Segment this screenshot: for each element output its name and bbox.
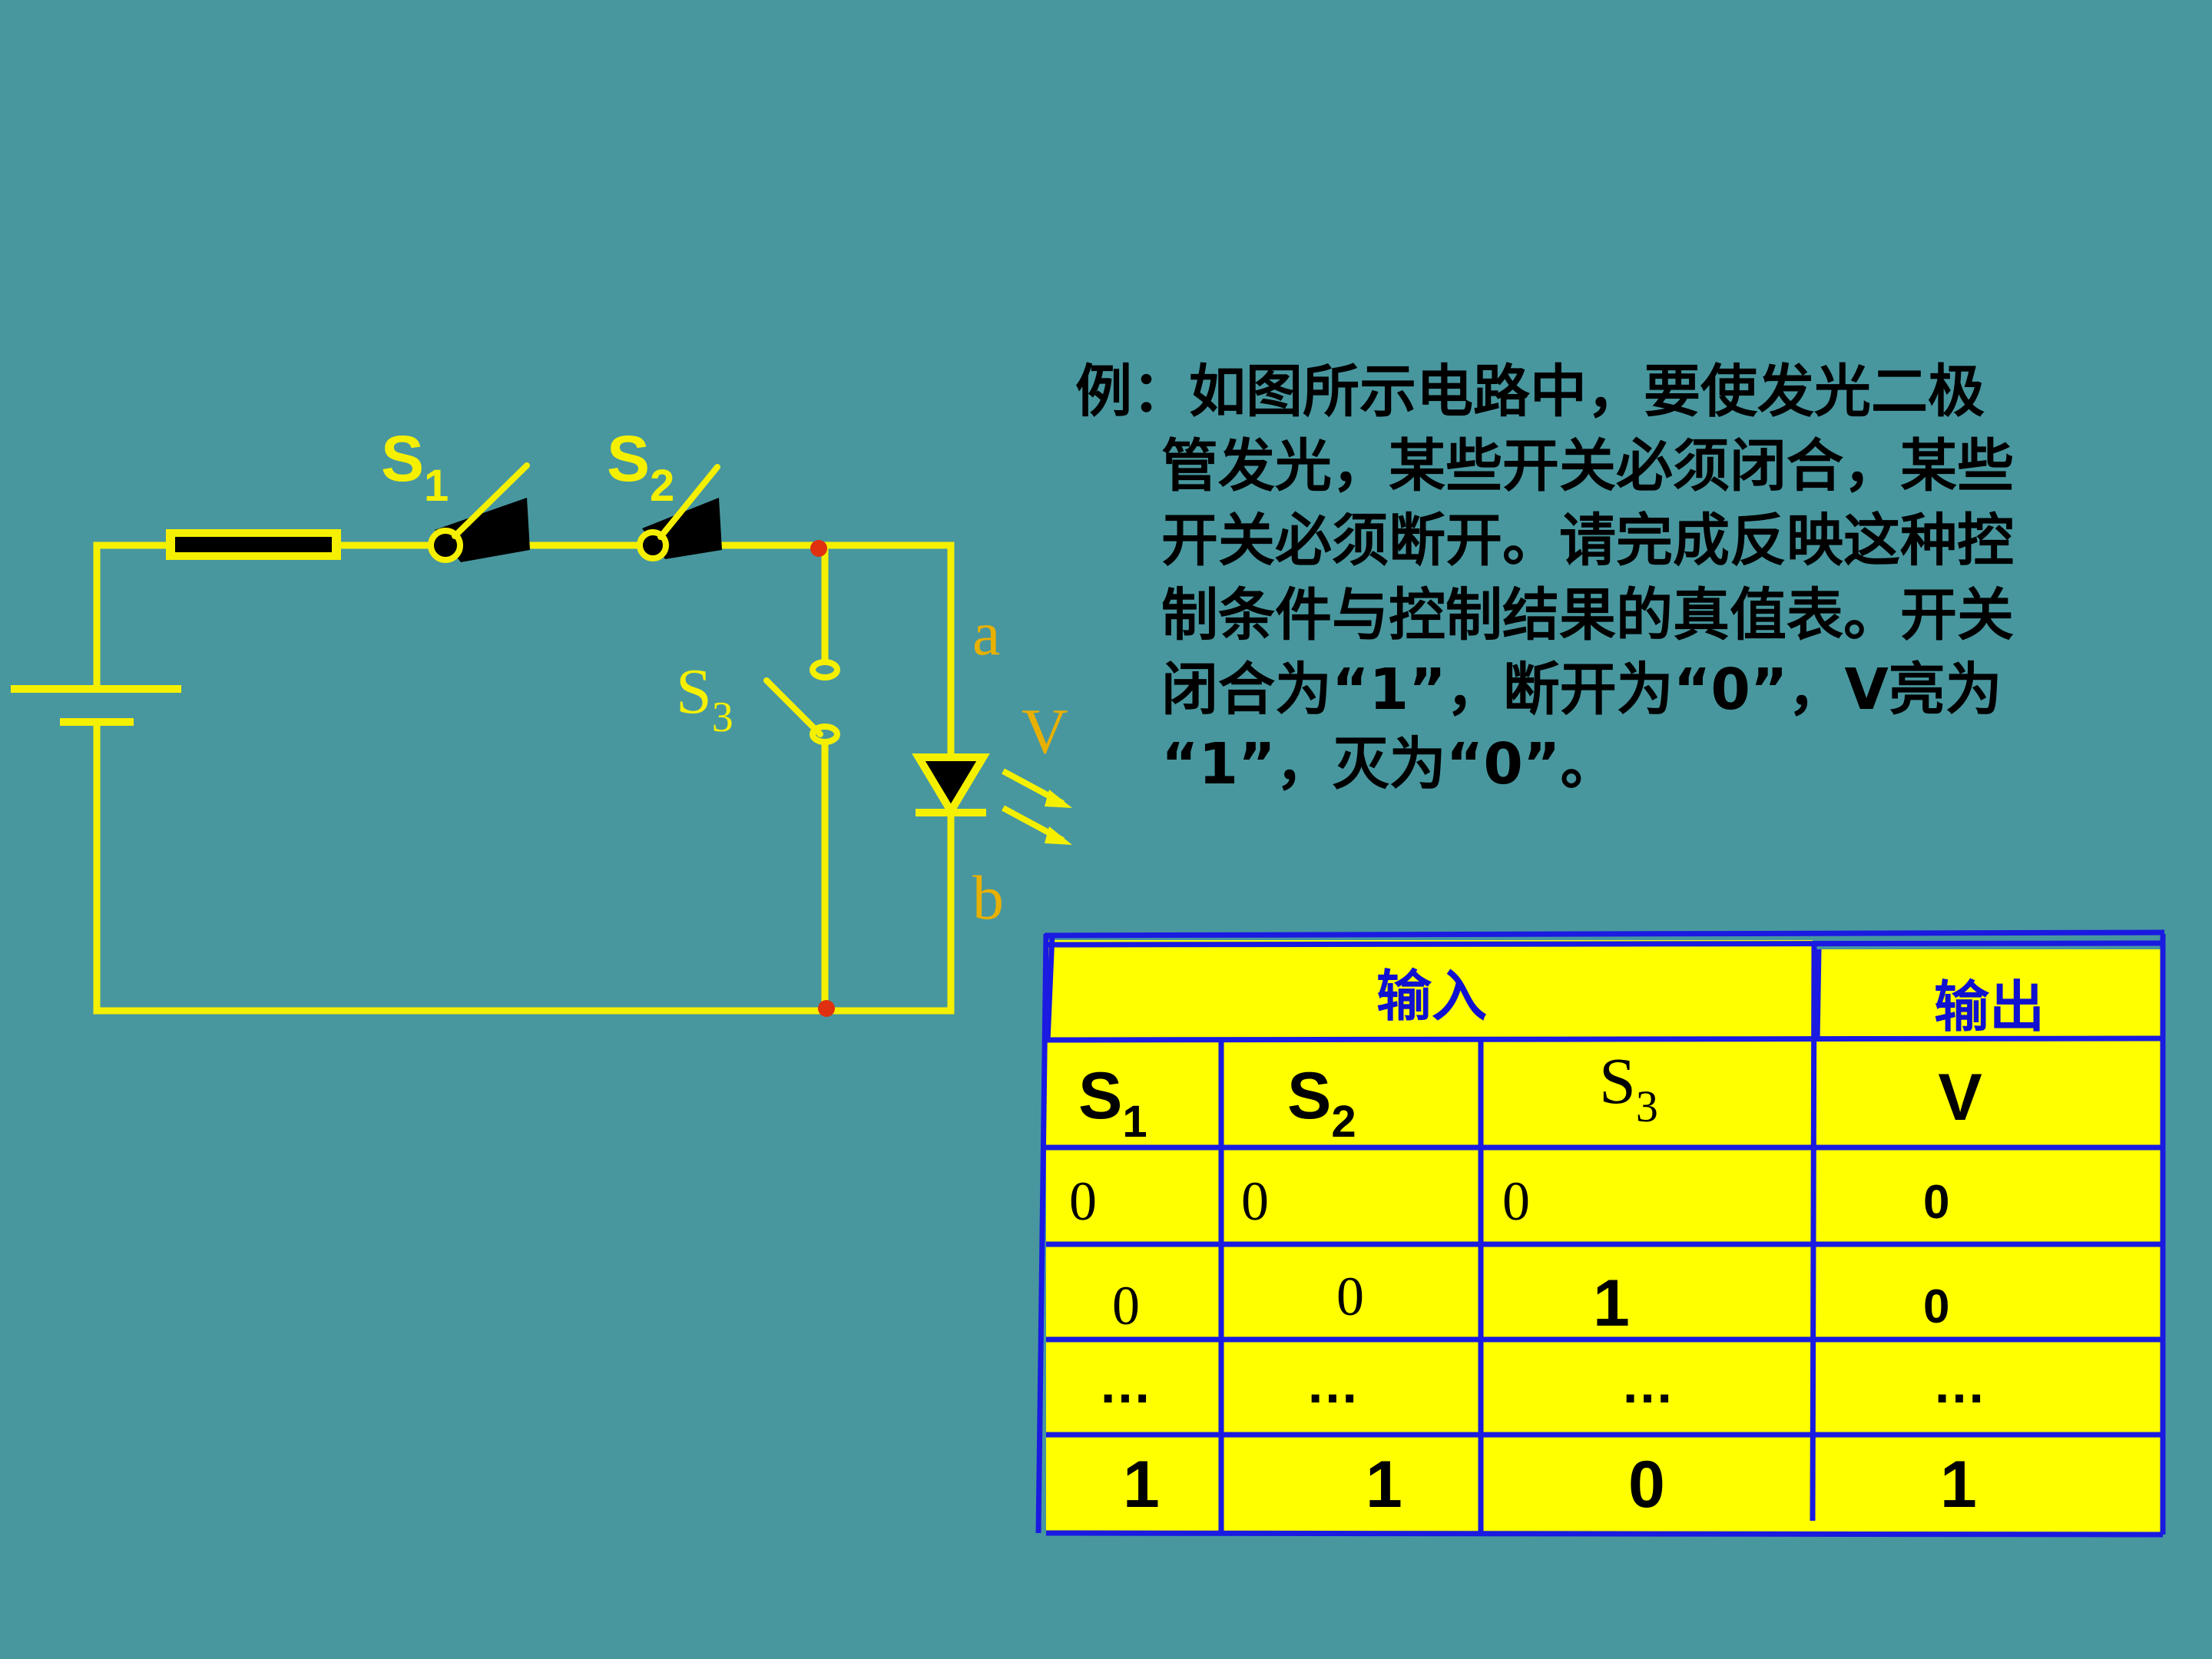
col-header-v: V (1938, 1061, 1982, 1134)
cell-r4-s2: 1 (1366, 1448, 1402, 1522)
header-output: 输出 (1934, 975, 2045, 1039)
s1-label: S1 (381, 422, 449, 511)
problem-line: 管发光，某些开关必须闭合，某些 (1161, 433, 2014, 499)
problem-line: “1”，灭为“0”。 (1161, 731, 1618, 797)
switch-s2 (637, 464, 722, 561)
col-header-s3: S3 (1599, 1044, 1658, 1131)
switch-s1 (428, 462, 530, 563)
cell-r1-v: 0 (1923, 1176, 1949, 1229)
point-a-label: a (972, 598, 1000, 668)
cell-r2-s2: 0 (1336, 1266, 1364, 1327)
cell-r1-s3: 0 (1502, 1171, 1530, 1232)
problem-line: 例：如图所示电路中，要使发光二极 (1075, 359, 1985, 425)
s3-label: S3 (676, 656, 733, 741)
problem-line: 开关必须断开。请完成反映这种控 (1161, 508, 2014, 574)
circuit-wires (93, 541, 955, 1015)
cell-r1-s2: 0 (1241, 1171, 1269, 1232)
problem-line: 闭合为“1”，断开为“0”，V亮为 (1161, 657, 2002, 723)
resistor (166, 529, 341, 560)
switch-s3 (763, 659, 840, 745)
problem-line: 制条件与控制结果的真值表。开关 (1161, 582, 2014, 648)
header-input: 输入 (1376, 964, 1487, 1028)
table-grid (1035, 929, 2166, 1538)
wire-top-left (93, 541, 170, 690)
wire-s2-to-led (718, 541, 955, 757)
cell-r4-s1: 1 (1123, 1448, 1160, 1522)
led-label: V (1022, 696, 1068, 767)
point-b-label: b (972, 863, 1004, 932)
col-header-s2: S2 (1287, 1059, 1356, 1147)
led-diode (912, 753, 1072, 845)
cell-r2-v: 0 (1923, 1280, 1949, 1333)
battery (11, 685, 181, 726)
cell-r2-s1: 0 (1112, 1275, 1140, 1336)
node-bottom (818, 1000, 835, 1017)
cell-r3-s2: … (1306, 1354, 1359, 1414)
cell-r3-s1: … (1098, 1354, 1152, 1414)
problem-statement: 例：如图所示电路中，要使发光二极 管发光，某些开关必须闭合，某些 开关必须断开。… (1075, 355, 2128, 802)
cell-r3-v: … (1932, 1354, 1986, 1414)
node-top (810, 540, 827, 557)
cell-r4-s3: 0 (1628, 1448, 1665, 1522)
cell-r1-s1: 0 (1069, 1171, 1097, 1232)
cell-r3-s3: … (1621, 1354, 1674, 1414)
col-header-s1: S1 (1078, 1059, 1147, 1147)
s2-label: S2 (607, 422, 674, 511)
cell-r2-s3: 1 (1593, 1267, 1630, 1340)
cell-r4-v: 1 (1940, 1448, 1977, 1522)
table-fill (1046, 940, 2161, 1533)
wire-led-to-bottom (93, 721, 955, 1015)
